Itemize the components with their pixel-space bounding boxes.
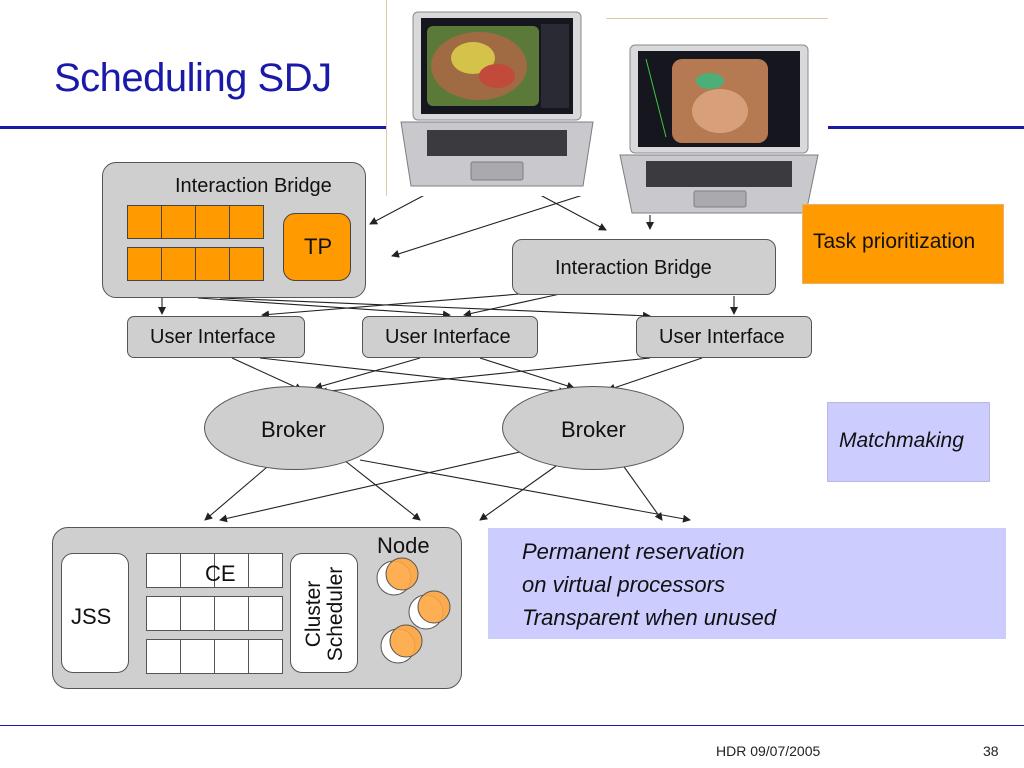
ce-cell <box>248 596 283 631</box>
arrow-ui1-to-broker2 <box>259 357 567 396</box>
laptop-image-left <box>386 0 607 196</box>
tp-label: TP <box>304 234 333 259</box>
matchmaking-note: Matchmaking <box>827 402 990 482</box>
ce-cell <box>180 596 215 631</box>
node-label: Node <box>377 533 430 558</box>
user-interface-label: User Interface <box>385 326 511 348</box>
interaction-bridge-left: Interaction Bridge TP <box>102 162 366 298</box>
arrow-left-bridge-to-ui3 <box>219 297 651 320</box>
ce-grid: CE <box>146 553 283 677</box>
cluster-scheduler-line2: Scheduler <box>324 566 347 662</box>
user-interface-3: User Interface <box>636 316 812 358</box>
reservation-line-1: Permanent reservation <box>522 539 745 564</box>
arrow-ui2-to-broker2 <box>479 357 575 390</box>
user-interface-label: User Interface <box>150 326 276 348</box>
footer-text: HDR 09/07/2005 <box>716 743 821 759</box>
user-interface-1: User Interface <box>127 316 305 358</box>
arrow-broker2-to-right <box>621 463 663 521</box>
arrow-right-bridge-to-ui2 <box>463 293 561 318</box>
interaction-bridge-right-label: Interaction Bridge <box>555 257 712 279</box>
ce-cell <box>248 553 283 588</box>
ce-cell <box>146 553 181 588</box>
queue-cell <box>127 205 162 239</box>
node-processor <box>408 590 451 630</box>
task-prioritization-note: Task prioritization <box>802 204 1004 284</box>
node-processor <box>376 557 419 596</box>
laptop-icon <box>400 11 594 187</box>
queue-cell <box>195 247 230 281</box>
interaction-bridge-right: Interaction Bridge <box>512 239 776 295</box>
queue-cell <box>161 247 196 281</box>
page-number: 38 <box>983 743 999 759</box>
ce-cell <box>214 553 249 588</box>
tp-box: TP <box>283 213 351 281</box>
jss-label: JSS <box>71 604 112 629</box>
reservation-line-3: Transparent when unused <box>522 605 776 630</box>
arrow-left-bridge-to-ui2 <box>197 297 451 319</box>
queue-cell <box>229 247 264 281</box>
ce-cell <box>248 639 283 674</box>
ce-cell <box>146 596 181 631</box>
broker-2: Broker <box>502 386 684 470</box>
cluster-box: JSS CE Cluster Scheduler Node <box>52 527 462 689</box>
ce-label: CE <box>205 561 236 586</box>
ce-cell <box>146 639 181 674</box>
arrow-right-bridge-to-ui1 <box>261 293 521 319</box>
ce-cell <box>214 596 249 631</box>
reservation-note: Permanent reservation on virtual process… <box>488 528 1006 639</box>
arrow-ui3-to-broker1 <box>319 357 651 396</box>
arrow-ui1-to-broker1 <box>231 357 303 391</box>
matchmaking-label: Matchmaking <box>839 429 964 452</box>
queue-cell <box>161 205 196 239</box>
title-rule-right <box>828 126 1024 129</box>
title-rule-left <box>0 126 386 129</box>
broker-1: Broker <box>204 386 384 470</box>
arrow-ui2-to-broker1 <box>314 357 421 390</box>
node-processor <box>380 624 423 664</box>
node-processors <box>376 557 451 664</box>
user-interface-2: User Interface <box>362 316 538 358</box>
arrow-ui3-to-broker2 <box>607 357 703 392</box>
slide-title: Scheduling SDJ <box>54 56 332 100</box>
queue-cell <box>229 205 264 239</box>
ce-cell <box>214 639 249 674</box>
ce-cell <box>180 553 215 588</box>
broker-label: Broker <box>561 417 626 442</box>
arrow-broker1-to-right <box>359 459 691 523</box>
ce-cell <box>180 639 215 674</box>
user-interface-label: User Interface <box>659 326 785 348</box>
laptop-image-right <box>606 18 828 215</box>
task-queue-bottom <box>127 247 265 281</box>
footer-rule <box>0 725 1024 726</box>
task-prioritization-label: Task prioritization <box>813 230 976 253</box>
cluster-scheduler-box: Cluster Scheduler <box>290 553 358 673</box>
cluster-scheduler-line1: Cluster <box>302 580 325 648</box>
queue-cell <box>195 205 230 239</box>
queue-cell <box>127 247 162 281</box>
arrow-broker2-to-ce <box>219 451 521 523</box>
interaction-bridge-left-label: Interaction Bridge <box>175 175 332 197</box>
broker-label: Broker <box>261 417 326 442</box>
laptop-icon <box>619 44 819 214</box>
jss-box: JSS <box>61 553 129 673</box>
task-queue-top <box>127 205 265 239</box>
reservation-line-2: on virtual processors <box>522 572 725 597</box>
arrow-broker2-to-node <box>479 465 557 521</box>
cluster-scheduler-label: Cluster Scheduler <box>302 555 347 672</box>
arrow-broker1-to-node <box>343 459 421 521</box>
